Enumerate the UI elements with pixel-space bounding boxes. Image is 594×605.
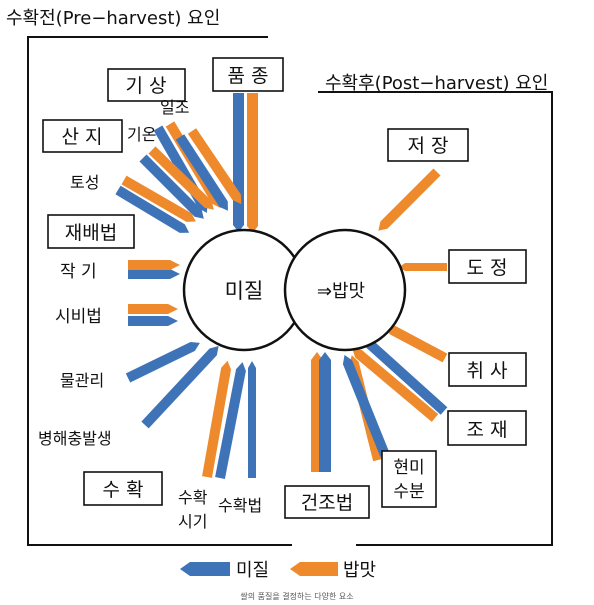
jojae-orange-arrow — [352, 348, 439, 422]
jojae-blue-arrow — [363, 338, 448, 415]
jeojang-box: 저 장 — [387, 128, 469, 162]
jaebae-box: 재배법 — [47, 214, 135, 249]
hyeonmi-label-line2: 수분 — [393, 482, 424, 502]
gion-blue-arrow — [139, 154, 204, 219]
jakgi-label: 작 기 — [60, 262, 97, 282]
pre-harvest-frame — [27, 36, 292, 546]
pre-harvest-title: 수확전(Pre−harvest) 요인 — [6, 8, 220, 29]
post-harvest-title: 수확후(Post−harvest) 요인 — [325, 73, 548, 94]
dojeong-box: 도 정 — [448, 249, 527, 284]
post-harvest-frame — [318, 91, 553, 546]
sanji-label: 산 지 — [62, 126, 103, 148]
sibi-orange-arrow — [128, 304, 178, 314]
pumjong-blue-arrow — [233, 93, 244, 232]
suhwak-label: 수 확 — [103, 479, 144, 501]
pumjong-label: 품 종 — [228, 65, 269, 87]
pumjong-orange-arrow — [247, 93, 258, 233]
sanji-box: 산 지 — [42, 119, 123, 153]
geonjo-label: 건조법 — [301, 492, 353, 514]
toseong-label: 토성 — [70, 173, 99, 192]
legend-orange-arrow-icon — [290, 562, 338, 576]
jeojang-orange-arrow — [378, 168, 441, 231]
mulgwanri-blue-arrow — [125, 341, 200, 383]
jeojang-label: 저 장 — [408, 135, 449, 157]
jojae-label: 조 재 — [467, 419, 508, 441]
bapmat-label: ⇒밥맛 — [317, 281, 365, 302]
suhwak-beop-label: 수확법 — [218, 496, 262, 515]
jojae-box: 조 재 — [447, 410, 527, 446]
byunghae-blue-arrow — [141, 346, 219, 429]
legend-blue-label: 미질 — [236, 560, 269, 581]
jakgi-blue-arrow — [128, 269, 180, 279]
hyeonmi-box: 현미 수분 — [381, 450, 437, 508]
dojeong-orange-arrow — [399, 263, 447, 271]
suhwak-sigi-label-line1: 수확 — [178, 488, 208, 507]
suhwak-sigi-label-line2: 시기 — [178, 512, 207, 531]
sibi-label: 시비법 — [55, 307, 102, 327]
jakgi-orange-arrow — [128, 260, 180, 270]
bapmat-circle — [283, 228, 407, 352]
pumjong-box: 품 종 — [212, 57, 284, 92]
iljo-label: 일조 — [160, 98, 189, 117]
iljo-blue-arrow — [175, 134, 228, 211]
suhwak-sigi-blue-arrow — [215, 362, 246, 479]
legend-orange-label: 밥맛 — [343, 560, 376, 581]
gion-orange-arrow — [148, 146, 214, 210]
jaebae-label: 재배법 — [65, 222, 117, 244]
geonjo-box: 건조법 — [284, 485, 370, 519]
chwisa-label: 취 사 — [467, 360, 508, 382]
hyeonmi-blue-arrow — [342, 354, 390, 457]
suhwak-beop-blue-arrow — [248, 361, 256, 478]
hyeonmi-label-line1: 현미 — [393, 458, 424, 478]
gion-label: 기온 — [127, 125, 156, 144]
toseong-orange-arrow — [121, 175, 196, 222]
figure-caption: 쌀의 품질을 결정하는 다양한 요소 — [240, 591, 353, 601]
suhwak-sigi-orange-arrow — [202, 360, 232, 478]
geonjo-blue-arrow — [319, 352, 331, 472]
mijil-label: 미질 — [225, 279, 264, 303]
byunghae-label: 병해충발생 — [38, 429, 112, 448]
chwisa-box: 취 사 — [448, 352, 527, 387]
legend-blue-arrow-icon — [180, 562, 230, 576]
gisang-box: 기 상 — [107, 68, 186, 102]
mulgwanri-label: 물관리 — [60, 371, 104, 390]
suhwak-box: 수 확 — [83, 471, 163, 506]
chwisa-orange-arrow — [384, 325, 448, 363]
dojeong-label: 도 정 — [467, 257, 508, 279]
iljo-orange-arrow — [187, 128, 242, 204]
sibi-blue-arrow — [128, 316, 178, 326]
gisang-label: 기 상 — [126, 75, 167, 97]
toseong-blue-arrow — [115, 185, 190, 233]
